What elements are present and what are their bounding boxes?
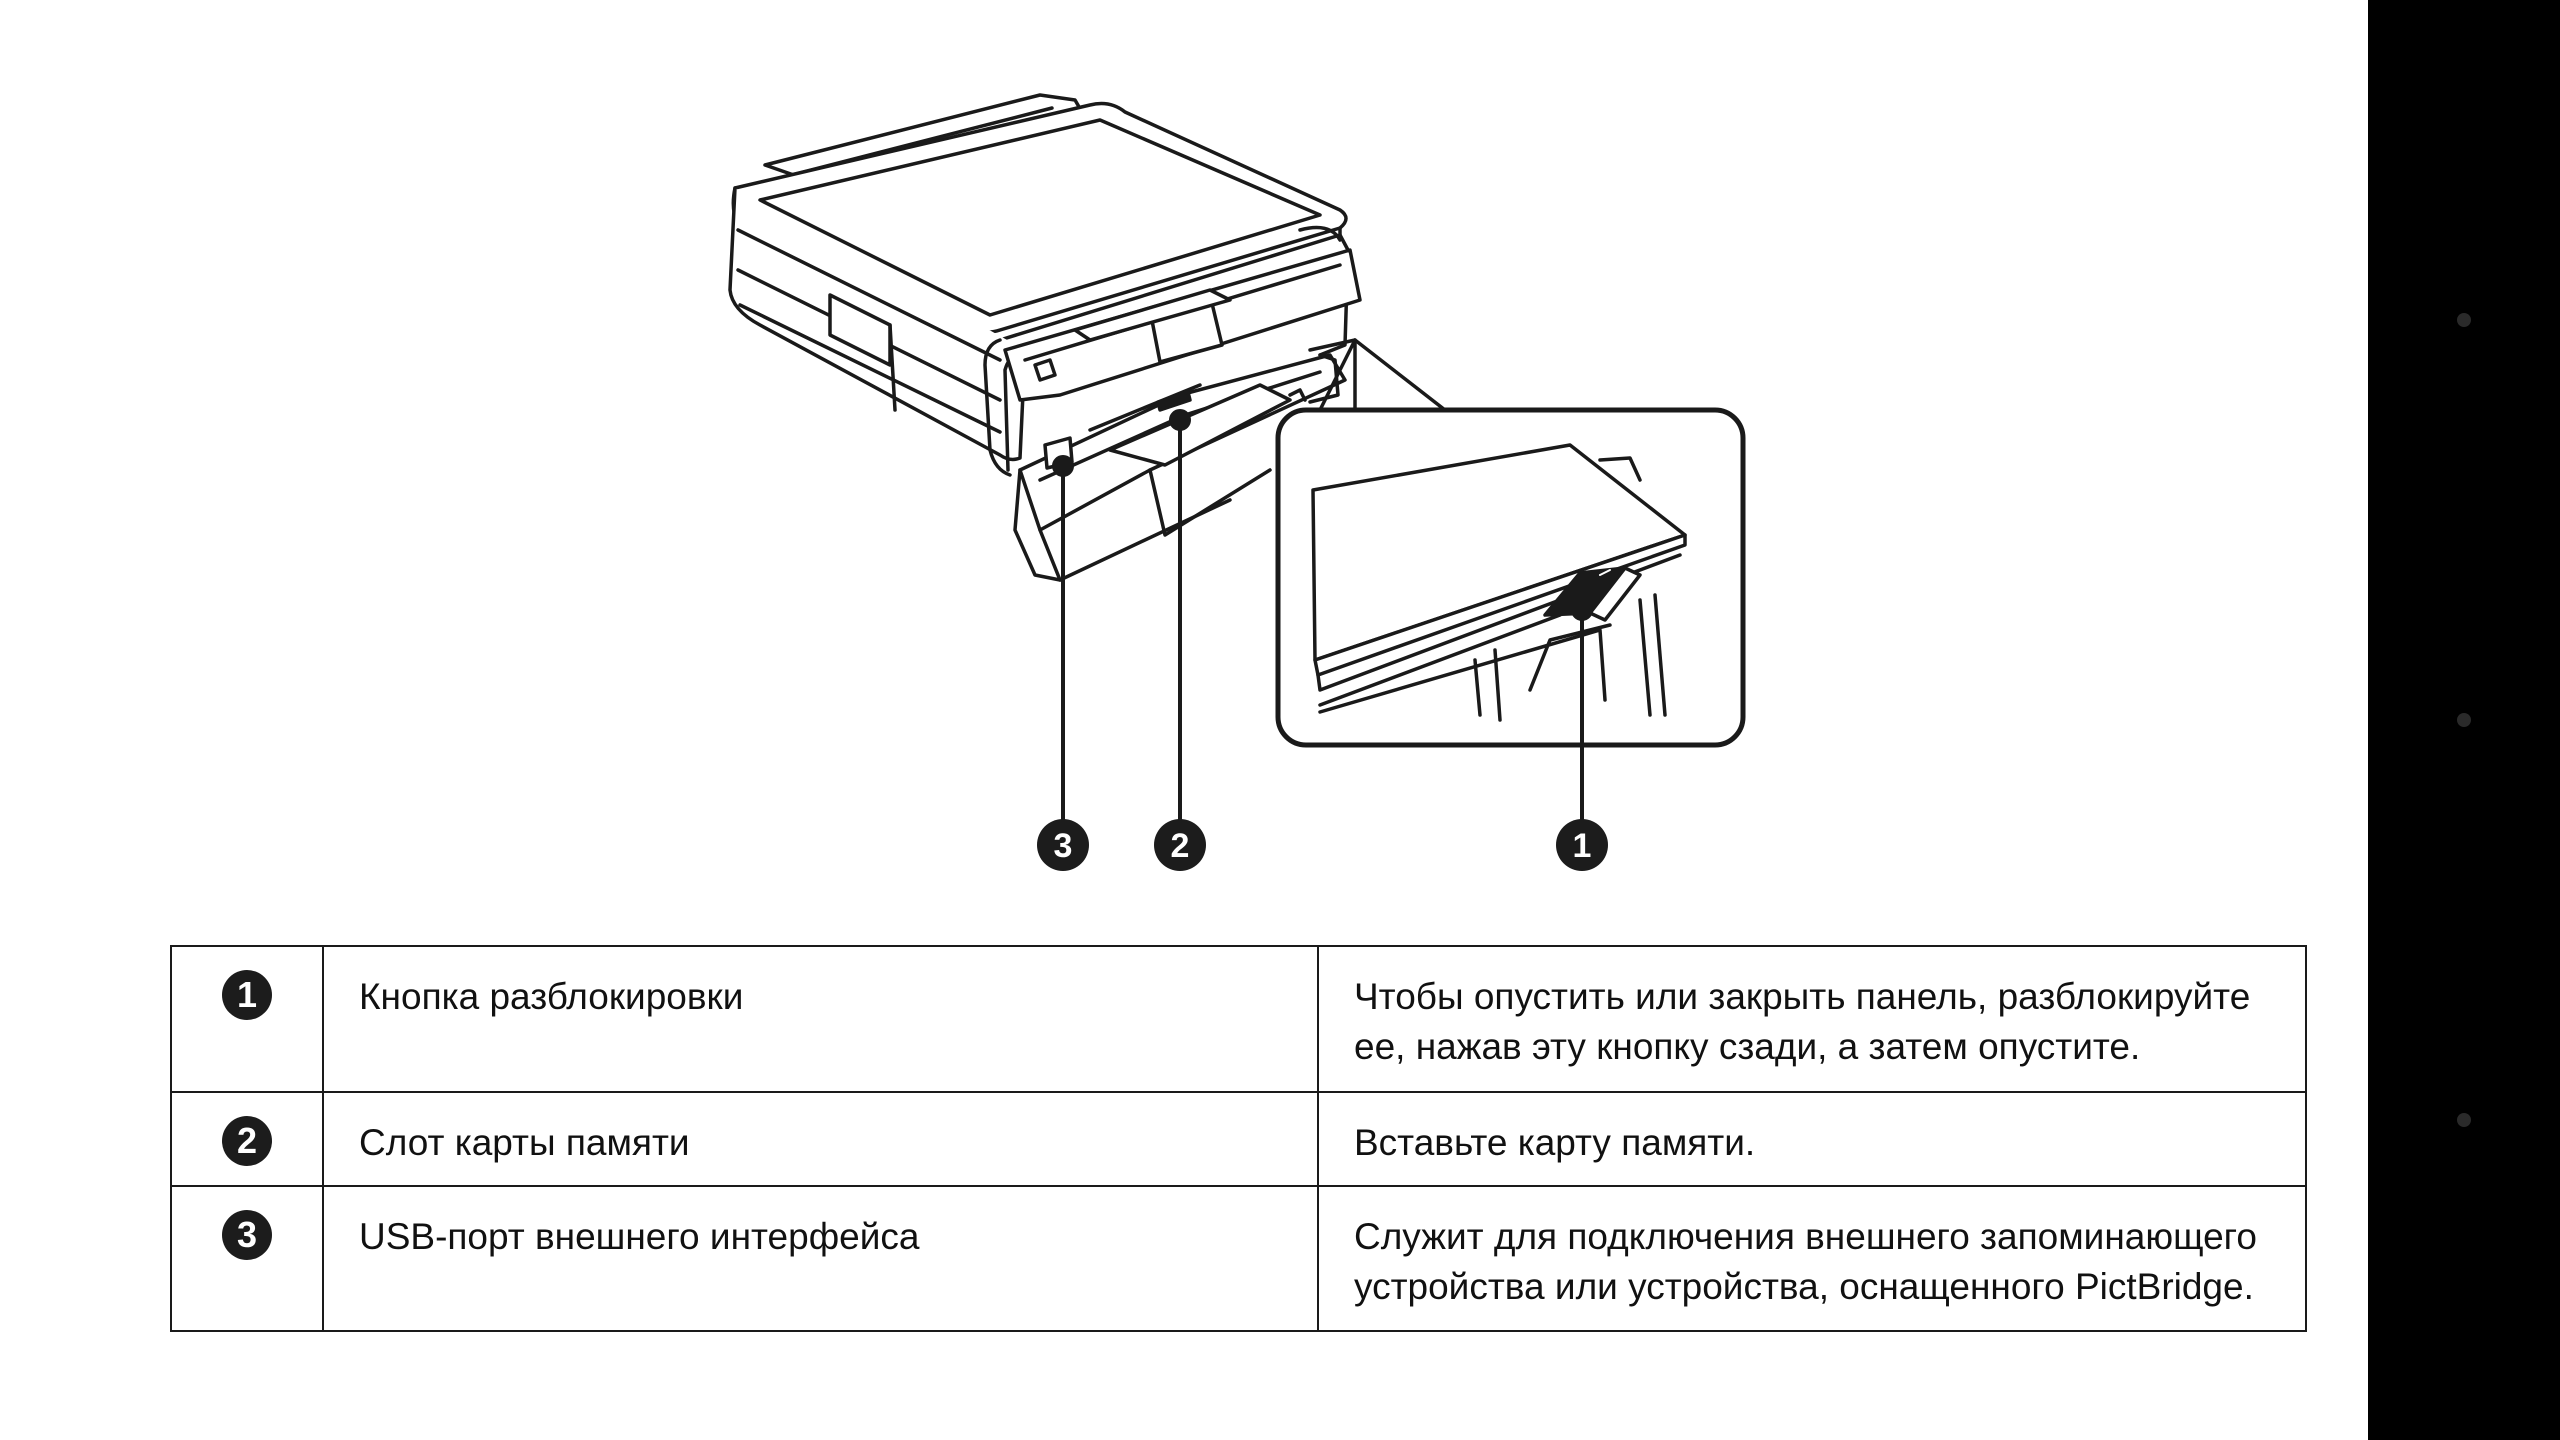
callout-2-label: 2 [1171,827,1190,865]
description-line: устройства или устройства, оснащенного P… [1354,1266,2254,1307]
page-indicator-dot[interactable] [2457,1113,2471,1127]
part-name: Кнопка разблокировки [322,945,1319,1093]
description-line: ее, нажав эту кнопку сзади, а затем опус… [1354,1026,2141,1067]
table-row: 1 Кнопка разблокировки Чтобы опустить ил… [170,945,2307,1093]
description-line: Чтобы опустить или закрыть панель, разбл… [1354,976,2251,1017]
callout-1: 1 [1556,819,1608,871]
page-indicator-dot[interactable] [2457,313,2471,327]
part-description: Чтобы опустить или закрыть панель, разбл… [1317,945,2307,1093]
callout-1-label: 1 [1573,827,1592,865]
manual-page: 1 2 3 1 Кнопка разблокировки Чтобы опуст… [170,93,2307,1332]
description-line: Служит для подключения внешнего запомина… [1354,1216,2257,1257]
row-number-cell: 3 [170,1185,324,1332]
row-number-cell: 1 [170,945,324,1093]
table-row: 2 Слот карты памяти Вставьте карту памят… [170,1091,2307,1187]
callout-3: 3 [1037,819,1089,871]
release-button-zoom-icon [1275,407,1746,748]
parts-table: 1 Кнопка разблокировки Чтобы опустить ил… [170,945,2307,1332]
part-description: Вставьте карту памяти. [1317,1091,2307,1187]
part-name: Слот карты памяти [322,1091,1319,1187]
callout-2: 2 [1154,819,1206,871]
table-row: 3 USB-порт внешнего интерфейса Служит дл… [170,1185,2307,1332]
number-badge: 2 [222,1116,272,1166]
callout-3-label: 3 [1054,827,1073,865]
page-indicator-dot[interactable] [2457,713,2471,727]
description-line: Вставьте карту памяти. [1354,1122,1756,1163]
part-description: Служит для подключения внешнего запомина… [1317,1185,2307,1332]
callout-leader-lines [1052,409,1593,824]
printer-illustration: 1 2 3 [728,93,1746,871]
number-badge: 3 [222,1210,272,1260]
part-name: USB-порт внешнего интерфейса [322,1185,1319,1332]
row-number-cell: 2 [170,1091,324,1187]
number-badge: 1 [222,970,272,1020]
printer-body [728,93,1362,582]
